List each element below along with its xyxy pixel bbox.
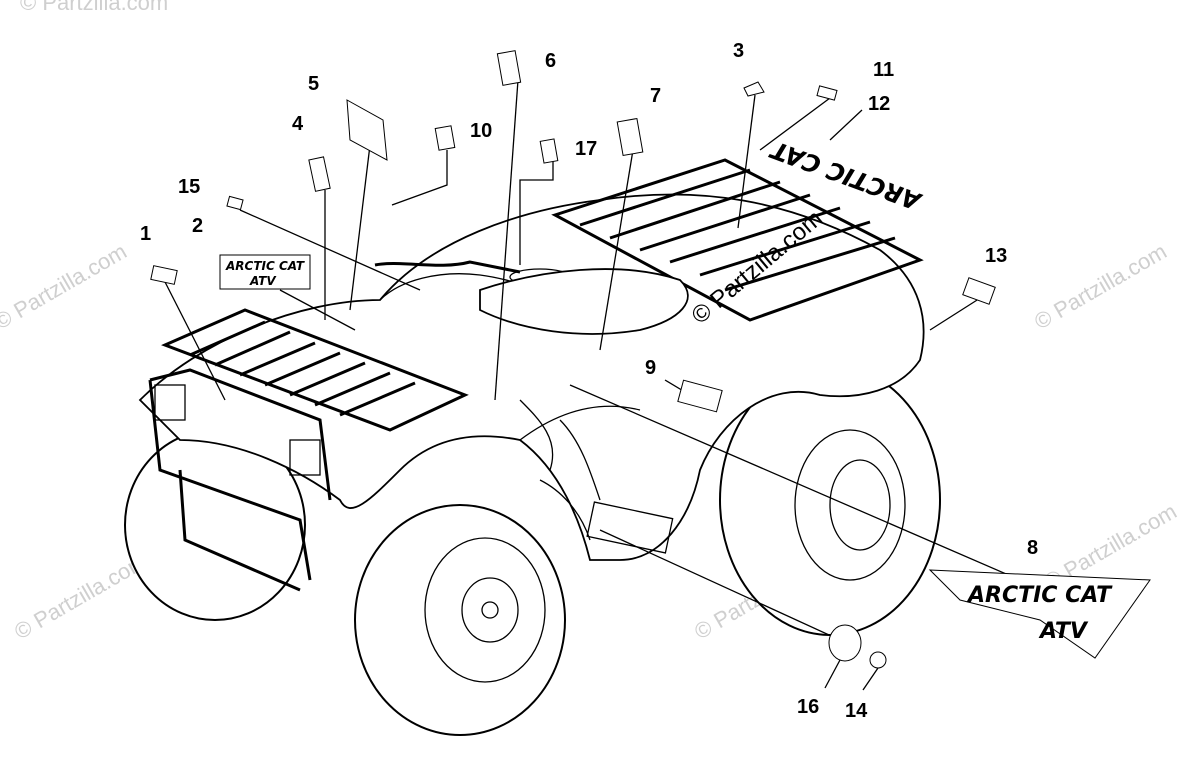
callout-7: 7 bbox=[650, 85, 661, 107]
decal-6 bbox=[496, 50, 522, 86]
callout-1: 1 bbox=[140, 223, 151, 245]
decal-2-text-line1: ARCTIC CAT bbox=[225, 259, 305, 273]
decal-3 bbox=[743, 81, 765, 97]
decal-2: ARCTIC CAT ATV bbox=[219, 254, 311, 290]
leader-lines bbox=[162, 79, 1021, 691]
decal-14 bbox=[869, 651, 887, 669]
callout-10: 10 bbox=[470, 120, 492, 142]
callout-6: 6 bbox=[545, 50, 556, 72]
front-rack bbox=[161, 308, 469, 432]
front-bumper bbox=[148, 368, 332, 592]
decal-15 bbox=[226, 195, 244, 211]
seat bbox=[479, 268, 689, 335]
callout-17: 17 bbox=[575, 138, 597, 160]
decal-1 bbox=[150, 265, 178, 285]
decal-12-text: ARCTIC CAT bbox=[766, 135, 926, 216]
handlebar bbox=[374, 260, 521, 274]
callout-8: 8 bbox=[1027, 537, 1038, 559]
decal-12: ARCTIC CAT bbox=[766, 135, 926, 216]
decal-11 bbox=[816, 85, 838, 101]
decal-5 bbox=[346, 99, 388, 161]
decal-13 bbox=[962, 277, 996, 305]
callout-9: 9 bbox=[645, 357, 656, 379]
decal-8: ARCTIC CAT ATV bbox=[928, 569, 1151, 659]
callout-2: 2 bbox=[192, 215, 203, 237]
callout-12: 12 bbox=[868, 93, 890, 115]
decal-8-text-line1: ARCTIC CAT bbox=[966, 583, 1113, 608]
front-right-tire bbox=[354, 504, 566, 736]
decal-17 bbox=[539, 138, 559, 164]
watermark-text: © Partzilla.com bbox=[20, 0, 168, 15]
watermark-text: © Partzilla.com bbox=[1030, 239, 1171, 335]
decal-4 bbox=[308, 156, 331, 192]
atv-illustration bbox=[124, 158, 941, 736]
callout-4: 4 bbox=[292, 113, 304, 135]
watermark-text: © Partzilla.com bbox=[0, 239, 131, 335]
decal-9 bbox=[677, 379, 723, 413]
callout-3: 3 bbox=[733, 40, 744, 62]
callout-11: 11 bbox=[873, 59, 894, 81]
decal-10 bbox=[434, 125, 456, 151]
watermark-text: © Partzilla.com bbox=[10, 549, 151, 645]
callout-16: 16 bbox=[797, 696, 819, 718]
callout-5: 5 bbox=[308, 73, 319, 95]
callout-labels: 1 2 3 4 5 6 7 8 9 10 11 12 13 14 15 16 1… bbox=[140, 40, 1038, 722]
decal-16 bbox=[828, 624, 862, 662]
decal-8-text-line2: ATV bbox=[1038, 619, 1089, 644]
rear-rack bbox=[551, 158, 924, 322]
atv-body bbox=[138, 193, 925, 561]
callout-13: 13 bbox=[985, 245, 1007, 267]
decal-2-text-line2: ATV bbox=[249, 274, 277, 288]
decal-7 bbox=[616, 117, 644, 157]
callout-15: 15 bbox=[178, 176, 200, 198]
callout-14: 14 bbox=[845, 700, 868, 722]
